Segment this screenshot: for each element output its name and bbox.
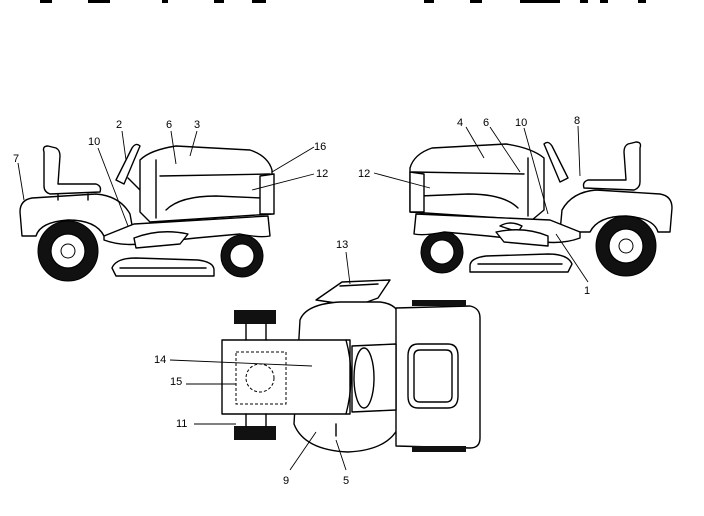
front-wheel [220, 234, 264, 278]
seat [42, 145, 102, 201]
callout-12-right: 12 [358, 168, 370, 180]
callout-3: 3 [194, 119, 200, 131]
mower-deck-right [469, 253, 573, 273]
callout-5: 5 [343, 475, 349, 487]
callout-10-right: 10 [515, 117, 527, 129]
seat-right [582, 141, 642, 191]
callout-2: 2 [116, 119, 122, 131]
hood [139, 145, 273, 223]
callout-12-left: 12 [316, 168, 328, 180]
callout-4: 4 [457, 117, 463, 129]
hood-right [409, 143, 545, 221]
callout-10-left: 10 [88, 136, 100, 148]
mower-deck [111, 257, 215, 277]
right-side-view [373, 125, 673, 283]
top-view [169, 251, 481, 471]
front-wheel-right [420, 230, 464, 274]
left-leaders [17, 130, 315, 227]
right-leaders [373, 125, 589, 283]
decal-outline-outer [235, 351, 287, 405]
callout-labels: 7 2 10 6 3 16 12 4 6 10 8 12 1 13 14 15 … [13, 115, 590, 487]
rear-wheel [37, 220, 99, 282]
callout-11: 11 [176, 418, 187, 430]
callout-16: 16 [314, 141, 326, 153]
top-edge-remnants [40, 0, 646, 3]
left-side-view [17, 130, 315, 282]
callout-13: 13 [336, 239, 348, 251]
callout-15: 15 [170, 376, 182, 388]
top-leaders [169, 251, 351, 471]
callout-7: 7 [13, 153, 19, 165]
callout-8: 8 [574, 115, 580, 127]
callout-14: 14 [154, 354, 166, 366]
callout-1: 1 [584, 285, 590, 297]
rear-wheel-right [595, 215, 657, 277]
front-tires-top [234, 310, 276, 440]
callout-9: 9 [283, 475, 289, 487]
callout-6-right: 6 [483, 117, 489, 129]
callout-6-left: 6 [166, 119, 172, 131]
steering-wheel-right [543, 141, 569, 183]
